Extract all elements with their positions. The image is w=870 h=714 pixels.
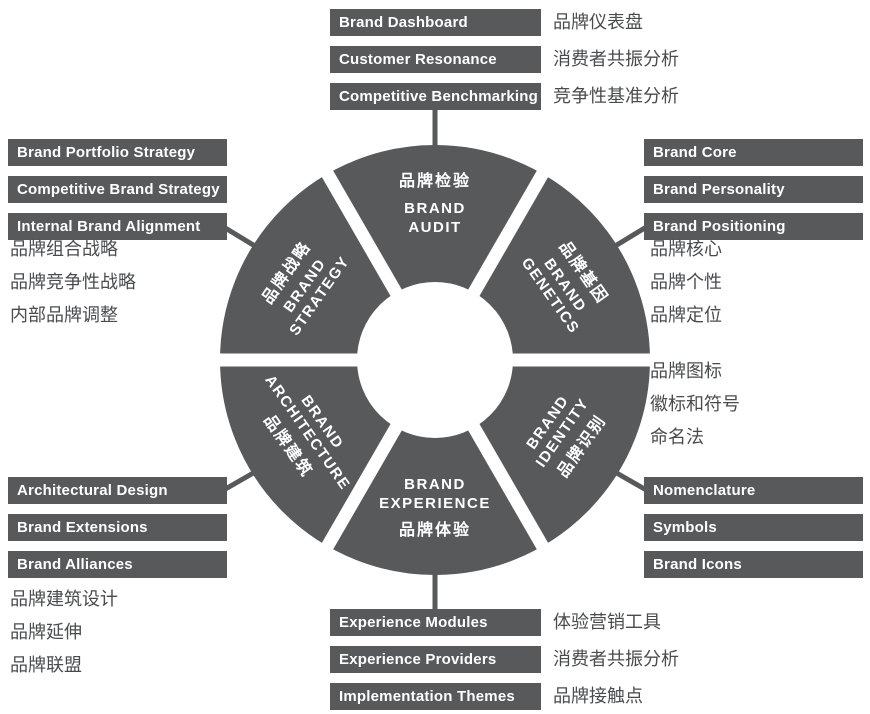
zh-label-internal-brand-alignment: 内部品牌调整: [10, 305, 118, 325]
segment-dividers: [215, 166, 655, 554]
zh-label-implementation-themes: 品牌接触点: [553, 686, 643, 706]
box-experience-modules: Experience Modules: [330, 609, 541, 636]
audit-box-group: Brand Dashboard Customer Resonance Compe…: [330, 9, 541, 110]
box-experience-providers: Experience Providers: [330, 646, 541, 673]
box-brand-portfolio-strategy: Brand Portfolio Strategy: [8, 139, 227, 166]
zh-label-brand-personality: 品牌个性: [650, 272, 722, 292]
audit-en-line1: BRAND: [404, 200, 466, 217]
box-brand-personality: Brand Personality: [644, 176, 863, 203]
zh-label-nomenclature: 命名法: [650, 427, 704, 447]
architecture-zh-group: 品牌建筑设计 品牌延伸 品牌联盟: [10, 584, 118, 680]
zh-label-brand-dashboard: 品牌仪表盘: [553, 12, 643, 32]
box-symbols: Symbols: [644, 514, 863, 541]
box-brand-dashboard: Brand Dashboard: [330, 9, 541, 36]
box-brand-core: Brand Core: [644, 139, 863, 166]
box-competitive-benchmarking: Competitive Benchmarking: [330, 83, 541, 110]
zh-label-experience-modules: 体验营销工具: [553, 612, 661, 632]
wheel-label-brand-audit: 品牌检验 BRAND AUDIT: [399, 171, 471, 236]
zh-label-competitive-benchmarking: 竞争性基准分析: [553, 86, 679, 106]
experience-zh-label: 品牌体验: [399, 520, 471, 539]
audit-zh-label: 品牌检验: [399, 171, 471, 190]
audit-zh-group: 品牌仪表盘 消费者共振分析 竞争性基准分析: [553, 9, 679, 110]
box-customer-resonance: Customer Resonance: [330, 46, 541, 73]
box-brand-alliances: Brand Alliances: [8, 551, 227, 578]
wheel-label-brand-experience: BRAND EXPERIENCE 品牌体验: [379, 476, 491, 539]
box-brand-icons: Brand Icons: [644, 551, 863, 578]
zh-label-brand-alliances: 品牌联盟: [10, 655, 82, 675]
zh-label-customer-resonance: 消费者共振分析: [553, 49, 679, 69]
experience-zh-group: 体验营销工具 消费者共振分析 品牌接触点: [553, 609, 679, 710]
experience-en-line2: EXPERIENCE: [379, 495, 491, 512]
audit-en-line2: AUDIT: [408, 219, 461, 236]
zh-label-brand-portfolio-strategy: 品牌组合战略: [10, 239, 118, 259]
architecture-box-group: Architectural Design Brand Extensions Br…: [8, 477, 227, 578]
identity-box-group: Nomenclature Symbols Brand Icons: [644, 477, 863, 578]
strategy-zh-group: 品牌组合战略 品牌竞争性战略 内部品牌调整: [10, 234, 136, 330]
zh-label-brand-icons: 品牌图标: [650, 361, 722, 381]
box-internal-brand-alignment: Internal Brand Alignment: [8, 213, 227, 240]
box-architectural-design: Architectural Design: [8, 477, 227, 504]
box-competitive-brand-strategy: Competitive Brand Strategy: [8, 176, 227, 203]
zh-label-architectural-design: 品牌建筑设计: [10, 589, 118, 609]
zh-label-experience-providers: 消费者共振分析: [553, 649, 679, 669]
zh-label-competitive-brand-strategy: 品牌竞争性战略: [10, 272, 136, 292]
identity-zh-group: 品牌图标 徽标和符号 命名法: [650, 356, 740, 452]
zh-label-symbols: 徽标和符号: [650, 394, 740, 414]
box-nomenclature: Nomenclature: [644, 477, 863, 504]
box-brand-positioning: Brand Positioning: [644, 213, 863, 240]
genetics-box-group: Brand Core Brand Personality Brand Posit…: [644, 139, 863, 240]
box-brand-extensions: Brand Extensions: [8, 514, 227, 541]
zh-label-brand-core: 品牌核心: [650, 239, 722, 259]
experience-box-group: Experience Modules Experience Providers …: [330, 609, 541, 710]
zh-label-brand-extensions: 品牌延伸: [10, 622, 82, 642]
experience-en-line1: BRAND: [404, 476, 466, 493]
zh-label-brand-positioning: 品牌定位: [650, 305, 722, 325]
box-implementation-themes: Implementation Themes: [330, 683, 541, 710]
strategy-box-group: Brand Portfolio Strategy Competitive Bra…: [8, 139, 227, 240]
genetics-zh-group: 品牌核心 品牌个性 品牌定位: [650, 234, 722, 330]
